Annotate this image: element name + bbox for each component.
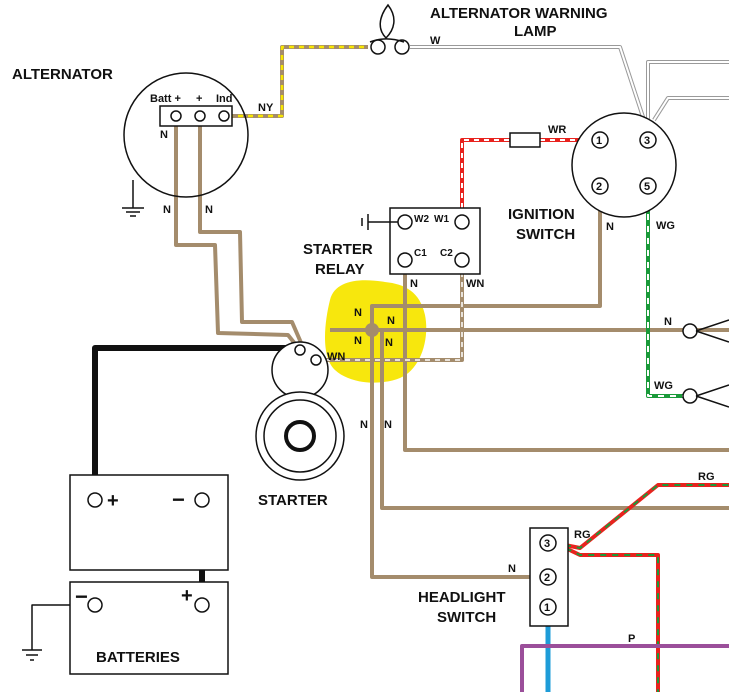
svg-text:3: 3: [644, 135, 650, 147]
fuse: [509, 132, 541, 148]
junction-node: [365, 323, 379, 337]
svg-text:N: N: [606, 221, 614, 233]
svg-text:W1: W1: [434, 214, 449, 225]
svg-text:−: −: [172, 487, 185, 512]
wire-n-alt-plus: [198, 118, 304, 346]
wire-n-relay-c1: [403, 262, 729, 452]
svg-text:N: N: [205, 204, 213, 216]
svg-text:5: 5: [644, 181, 650, 193]
ignition-switch: 1 3 2 5 IGNITION SWITCH: [508, 112, 677, 243]
headlight-label-1: HEADLIGHT: [418, 589, 506, 606]
svg-text:1: 1: [544, 602, 550, 614]
svg-text:P: P: [628, 633, 635, 645]
svg-text:1: 1: [596, 135, 602, 147]
svg-text:W2: W2: [414, 214, 429, 225]
svg-text:C1: C1: [414, 248, 427, 259]
batteries-label: BATTERIES: [96, 649, 180, 666]
svg-text:2: 2: [596, 181, 602, 193]
svg-text:RG: RG: [698, 471, 715, 483]
svg-text:N: N: [354, 307, 362, 319]
wire-n-down-right: [380, 330, 729, 510]
headlight-label-2: SWITCH: [437, 609, 496, 626]
svg-text:Ind: Ind: [216, 93, 233, 105]
wire-p: [520, 644, 729, 692]
svg-text:N: N: [384, 419, 392, 431]
starter-relay: W2 W1 C1 C2 STARTER RELAY: [303, 207, 481, 278]
batteries: + − − + BATTERIES: [22, 474, 229, 675]
svg-text:+: +: [181, 585, 193, 607]
svg-text:RG: RG: [574, 529, 591, 541]
wire-n-down-headlight: [370, 330, 540, 579]
svg-text:N: N: [163, 204, 171, 216]
svg-text:+: +: [196, 93, 202, 105]
wire-w: [410, 45, 646, 121]
wire-ny: [228, 45, 368, 118]
starter: STARTER: [255, 341, 345, 509]
headlight-switch: 3 2 1 HEADLIGHT SWITCH: [418, 527, 569, 627]
svg-text:WN: WN: [327, 351, 345, 363]
wire-black-pos: [92, 345, 300, 497]
svg-text:C2: C2: [440, 248, 453, 259]
ignition-switch-label-1: IGNITION: [508, 206, 575, 223]
svg-text:−: −: [75, 584, 88, 609]
svg-text:W: W: [430, 35, 441, 47]
alternator-label: ALTERNATOR: [12, 66, 113, 83]
relay-label-1: STARTER: [303, 241, 373, 258]
svg-text:N: N: [354, 335, 362, 347]
wires: [31, 45, 729, 692]
svg-text:WR: WR: [548, 124, 566, 136]
svg-text:WG: WG: [656, 220, 675, 232]
svg-text:N: N: [387, 315, 395, 327]
ignition-switch-label-2: SWITCH: [516, 226, 575, 243]
wire-n-ign-2: [370, 190, 602, 330]
svg-text:N: N: [360, 419, 368, 431]
svg-text:WN: WN: [466, 278, 484, 290]
svg-text:WG: WG: [654, 380, 673, 392]
svg-text:3: 3: [544, 538, 550, 550]
connectors: [682, 319, 729, 408]
svg-text:Batt +: Batt +: [150, 93, 181, 105]
svg-text:N: N: [385, 337, 393, 349]
wire-rg-1: [554, 541, 660, 692]
svg-text:N: N: [664, 316, 672, 328]
svg-text:N: N: [410, 278, 418, 290]
starter-label: STARTER: [258, 492, 328, 509]
alternator: Batt + + Ind ALTERNATOR: [12, 66, 249, 217]
svg-text:N: N: [508, 563, 516, 575]
wire-n-alt-batt: [174, 118, 302, 352]
wire-labels: W NY WR N N N N WG N WN N N N N WN N WG …: [160, 35, 715, 645]
svg-text:2: 2: [544, 572, 550, 584]
relay-label-2: RELAY: [315, 261, 364, 278]
svg-text:N: N: [160, 129, 168, 141]
svg-text:+: +: [107, 490, 119, 512]
svg-text:NY: NY: [258, 102, 274, 114]
